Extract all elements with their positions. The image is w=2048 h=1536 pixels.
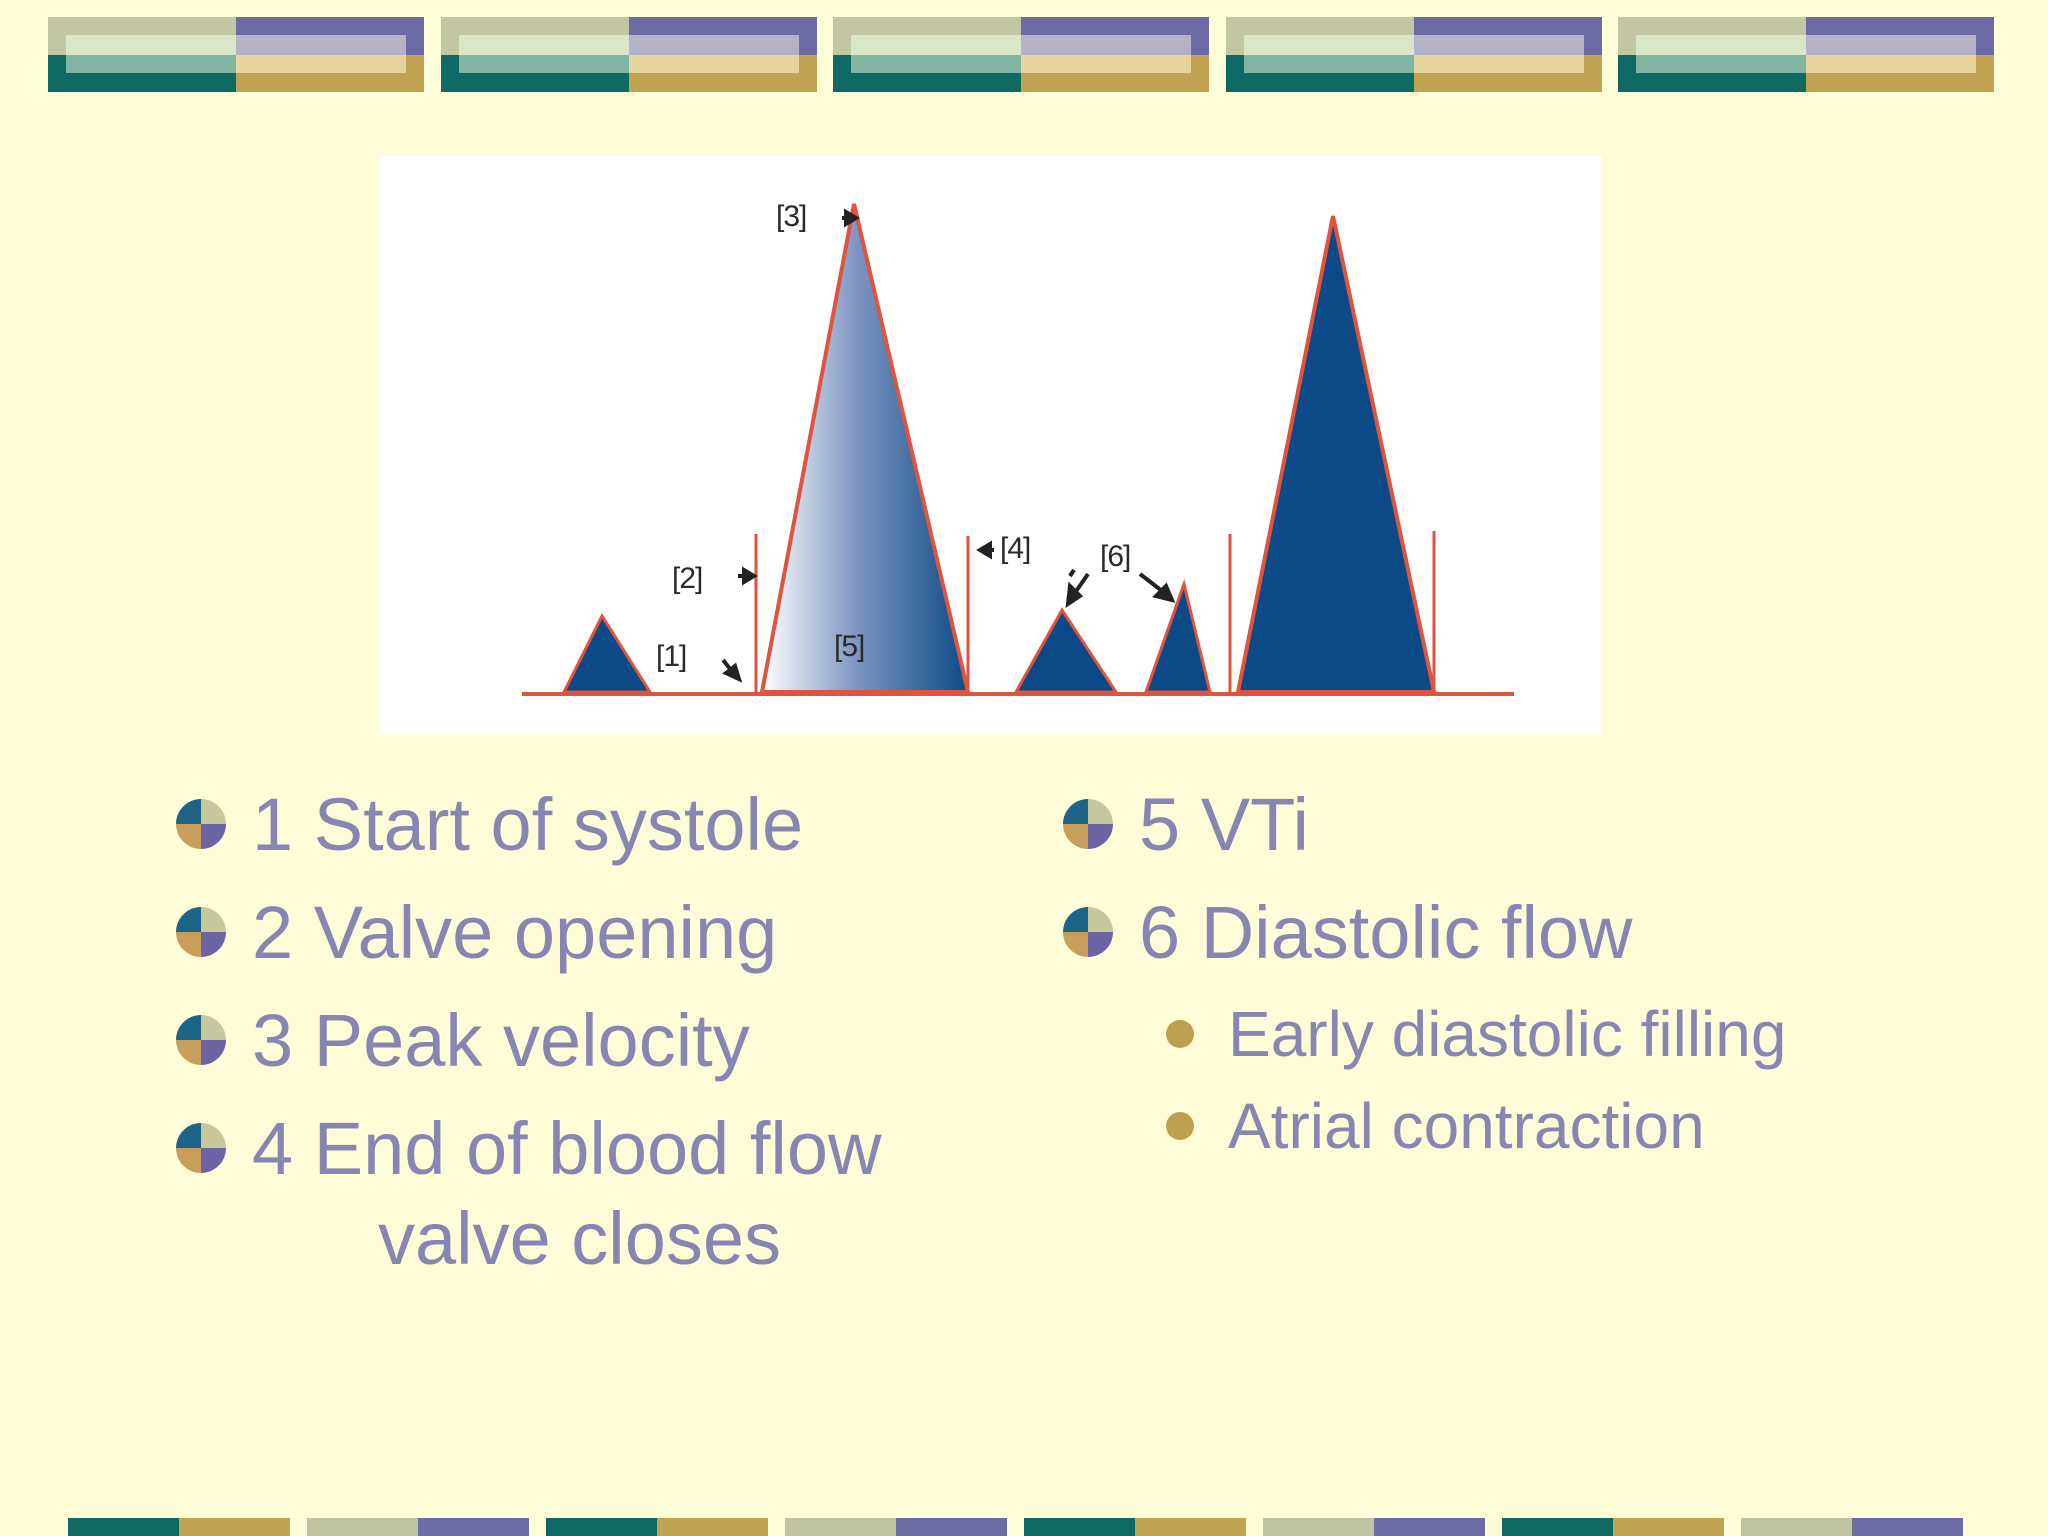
quartered-circle-bullet-icon — [1063, 907, 1113, 957]
sub-list-item: Early diastolic filling — [1166, 988, 1786, 1080]
arrow-icon — [721, 208, 1176, 683]
figure-label-6: [6] — [1100, 540, 1131, 573]
banner-block — [785, 1518, 1007, 1536]
quartered-circle-bullet-icon — [176, 907, 226, 957]
list-item: 6 Diastolic flow — [1063, 879, 1633, 987]
list-item: 2 Valve opening — [176, 879, 881, 987]
banner-block — [1024, 1518, 1246, 1536]
systolic-peak-vti — [759, 203, 971, 694]
sub-list-item-text: Atrial contraction — [1228, 1090, 1705, 1162]
banner-block — [546, 1518, 768, 1536]
atrial-contraction-peak — [1143, 578, 1212, 694]
figure-label-4: [4] — [1000, 532, 1031, 565]
banner-block — [1263, 1518, 1485, 1536]
banner-block — [48, 17, 424, 92]
second-systolic-peak — [1235, 215, 1437, 694]
figure-label-5: [5] — [834, 630, 865, 663]
bottom-decorative-banner — [68, 1518, 1964, 1536]
list-item-text: 4 End of blood flow — [252, 1107, 882, 1190]
banner-block — [1618, 17, 1994, 92]
banner-block — [833, 17, 1209, 92]
right-bullet-list: 5 VTi 6 Diastolic flow — [1063, 771, 1633, 987]
sub-list-item-text: Early diastolic filling — [1228, 998, 1787, 1070]
list-item: 3 Peak velocity — [176, 987, 881, 1095]
list-item: 1 Start of systole — [176, 771, 881, 879]
list-item-continuation: valve closes — [176, 1202, 881, 1276]
quartered-circle-bullet-icon — [1063, 799, 1113, 849]
figure-label-2: [2] — [672, 562, 703, 595]
quartered-circle-bullet-icon — [176, 799, 226, 849]
list-item-text: 5 VTi — [1139, 783, 1309, 866]
right-sub-bullet-list: Early diastolic filling Atrial contracti… — [1166, 988, 1786, 1172]
list-item-text: 6 Diastolic flow — [1139, 891, 1633, 974]
banner-block — [1502, 1518, 1724, 1536]
list-item: 4 End of blood flow — [176, 1095, 881, 1203]
list-item-text: valve closes — [378, 1197, 782, 1280]
early-diastolic-peak — [1013, 607, 1119, 694]
left-bullet-list: 1 Start of systole 2 Valve opening 3 Pea… — [176, 771, 881, 1276]
quartered-circle-bullet-icon — [176, 1123, 226, 1173]
list-item-text: 1 Start of systole — [252, 783, 804, 866]
banner-block — [307, 1518, 529, 1536]
banner-block — [441, 17, 817, 92]
top-decorative-banner — [48, 17, 1996, 92]
figure-label-1: [1] — [656, 640, 687, 673]
gold-dot-icon — [1166, 1020, 1194, 1048]
gold-dot-icon — [1166, 1112, 1194, 1140]
doppler-flow-diagram: [1] [2] [3] [4] [5] [6] — [380, 156, 1602, 734]
doppler-waveform-graphic — [522, 203, 1514, 696]
figure-label-3: [3] — [776, 200, 807, 233]
list-item: 5 VTi — [1063, 771, 1633, 879]
banner-block — [1226, 17, 1602, 92]
atrial-peak-previous — [561, 612, 653, 694]
quartered-circle-bullet-icon — [176, 1015, 226, 1065]
list-item-text: 2 Valve opening — [252, 891, 778, 974]
list-item-text: 3 Peak velocity — [252, 999, 750, 1082]
banner-block — [68, 1518, 290, 1536]
sub-list-item: Atrial contraction — [1166, 1080, 1786, 1172]
banner-block — [1741, 1518, 1963, 1536]
